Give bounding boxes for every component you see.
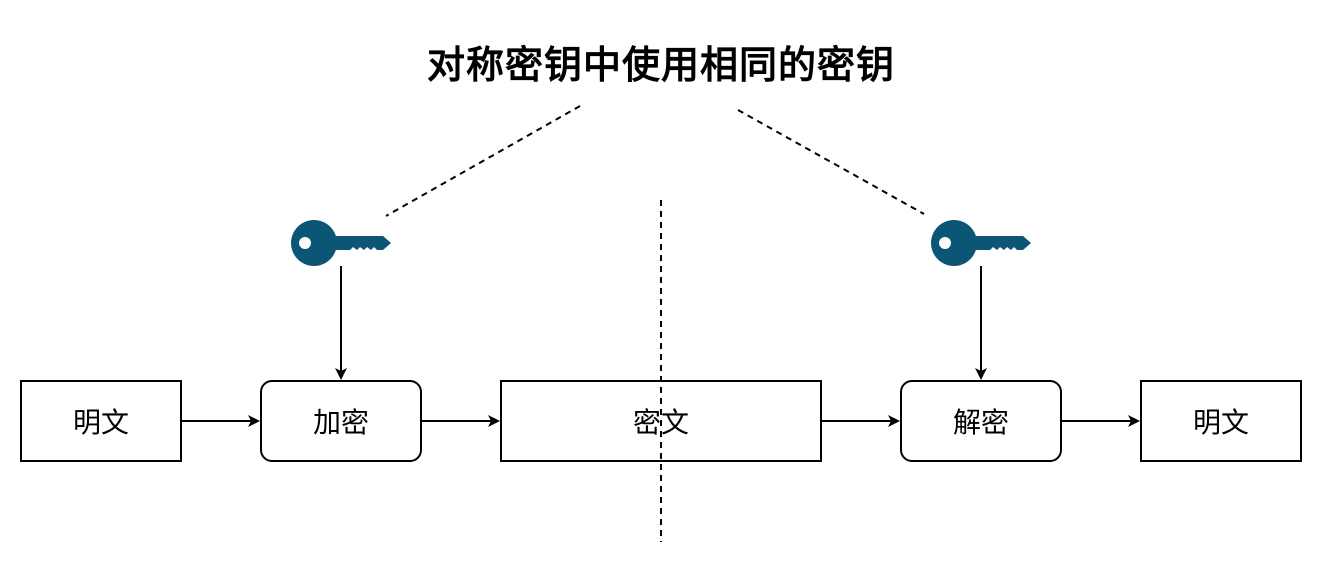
dashed-link-left — [385, 105, 581, 217]
encrypt-label: 加密 — [312, 406, 369, 439]
plaintext-output-label: 明文 — [1192, 406, 1249, 439]
plaintext-input-box: 明文 — [20, 380, 182, 462]
decrypt-box: 解密 — [900, 380, 1062, 462]
dashed-link-right — [737, 109, 925, 215]
ciphertext-label: 密文 — [632, 406, 689, 439]
plaintext-input-label: 明文 — [72, 406, 129, 439]
diagram-title: 对称密钥中使用相同的密钥 — [426, 43, 895, 87]
plaintext-output-box: 明文 — [1140, 380, 1302, 462]
ciphertext-box: 密文 — [500, 380, 822, 462]
key-icon — [931, 220, 1031, 266]
decrypt-label: 解密 — [952, 406, 1009, 439]
encrypt-box: 加密 — [260, 380, 422, 462]
key-icon — [291, 220, 391, 266]
